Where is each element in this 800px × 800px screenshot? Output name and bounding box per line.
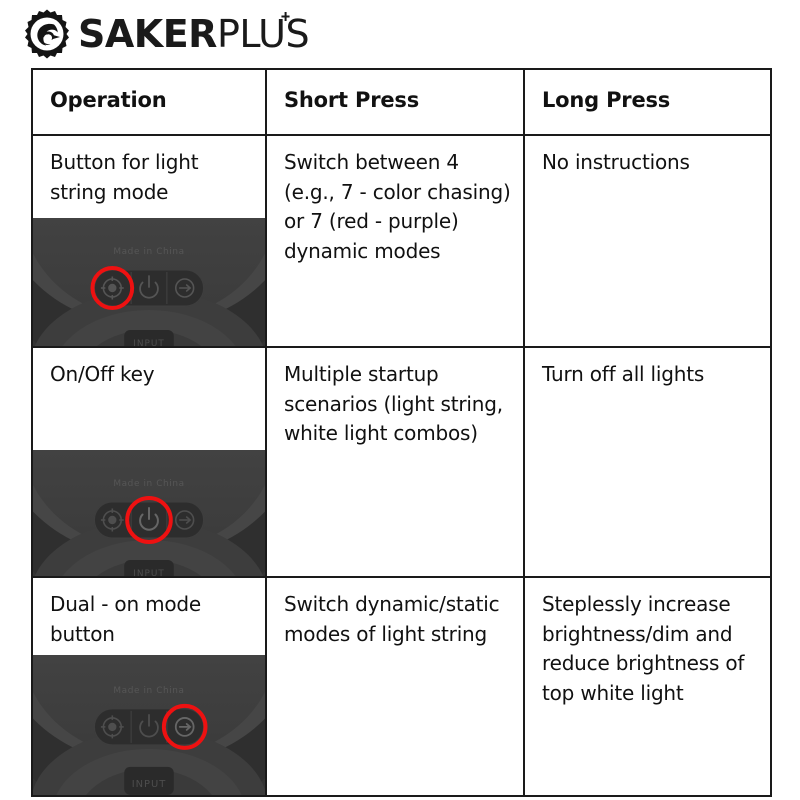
- plus-tick-icon: [281, 12, 290, 21]
- button-operation-table: Operation Short Press Long Press Button …: [31, 68, 772, 797]
- long-press-cell: Turn off all lights: [523, 346, 772, 578]
- svg-text:Made in China: Made in China: [113, 479, 184, 489]
- column-header-long-press: Long Press: [523, 68, 772, 136]
- table-row: On/Off key: [31, 346, 772, 578]
- operation-label: Dual - on mode button: [50, 592, 202, 646]
- column-header-short-press: Short Press: [265, 68, 525, 136]
- short-press-text: Switch dynamic/static modes of light str…: [284, 592, 500, 646]
- svg-text:INPUT: INPUT: [133, 569, 165, 576]
- long-press-text: Turn off all lights: [542, 362, 705, 386]
- operation-label: On/Off key: [50, 362, 155, 386]
- table-row: Dual - on mode button: [31, 576, 772, 797]
- brand-wordmark: SAKER PLUS: [78, 12, 310, 56]
- short-press-text: Switch between 4 (e.g., 7 - color chasin…: [284, 150, 511, 263]
- brand-header: SAKER PLUS: [22, 9, 310, 59]
- short-press-cell: Switch dynamic/static modes of light str…: [265, 576, 525, 797]
- short-press-text: Multiple startup scenarios (light string…: [284, 362, 503, 446]
- table-row: Button for light string mode: [31, 134, 772, 348]
- falcon-gear-logo-icon: [22, 9, 72, 59]
- svg-text:INPUT: INPUT: [133, 339, 165, 346]
- svg-text:Made in China: Made in China: [113, 686, 184, 696]
- operation-label: Button for light string mode: [50, 150, 199, 204]
- long-press-text: Steplessly increase brightness/dim and r…: [542, 592, 745, 705]
- svg-text:Made in China: Made in China: [113, 247, 184, 257]
- svg-text:INPUT: INPUT: [132, 779, 167, 790]
- brand-name-light: PLUS: [216, 12, 310, 56]
- operation-cell: Button for light string mode: [31, 134, 267, 348]
- operation-cell: Dual - on mode button: [31, 576, 267, 797]
- column-header-long-press-label: Long Press: [542, 88, 671, 112]
- table-header-row: Operation Short Press Long Press: [31, 68, 772, 136]
- column-header-short-press-label: Short Press: [284, 88, 419, 112]
- long-press-cell: Steplessly increase brightness/dim and r…: [523, 576, 772, 797]
- product-photo-dual-on-button: Made in China: [33, 655, 265, 795]
- product-photo-mode-button: Made in China: [33, 218, 265, 346]
- operation-cell: On/Off key: [31, 346, 267, 578]
- brand-name-bold: SAKER: [78, 12, 217, 56]
- short-press-cell: Multiple startup scenarios (light string…: [265, 346, 525, 578]
- long-press-cell: No instructions: [523, 134, 772, 348]
- short-press-cell: Switch between 4 (e.g., 7 - color chasin…: [265, 134, 525, 348]
- column-header-operation-label: Operation: [50, 88, 167, 112]
- column-header-operation: Operation: [31, 68, 267, 136]
- long-press-text: No instructions: [542, 150, 690, 174]
- brand-name-light-text: PLUS: [216, 12, 310, 56]
- product-photo-power-button: Made in China: [33, 450, 265, 576]
